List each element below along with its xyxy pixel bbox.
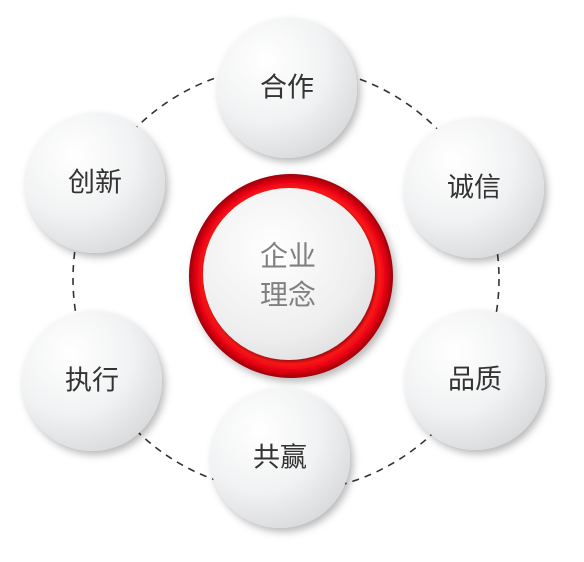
node-disc-win-win — [210, 388, 350, 528]
node-execution: 执行 — [22, 311, 162, 451]
node-disc-integrity — [404, 118, 544, 258]
node-win-win: 共赢 — [210, 388, 350, 528]
node-label-quality: 品质 — [448, 365, 502, 396]
node-label-execution: 执行 — [65, 366, 119, 397]
node-quality: 品质 — [405, 310, 545, 450]
node-label-innovation: 创新 — [68, 168, 122, 199]
center-label-line1: 企业 — [260, 240, 316, 273]
node-disc-innovation — [25, 113, 165, 253]
center-label-line2: 理念 — [260, 279, 316, 312]
node-cooperation: 合作 — [217, 18, 357, 158]
node-integrity: 诚信 — [404, 118, 544, 258]
node-label-cooperation: 合作 — [260, 73, 314, 104]
node-label-integrity: 诚信 — [447, 173, 501, 204]
node-label-win-win: 共赢 — [253, 443, 307, 474]
node-disc-cooperation — [217, 18, 357, 158]
node-disc-quality — [405, 310, 545, 450]
node-disc-execution — [22, 311, 162, 451]
node-innovation: 创新 — [25, 113, 165, 253]
center-disc — [203, 188, 375, 360]
center-core: 企业 理念 — [189, 174, 393, 378]
